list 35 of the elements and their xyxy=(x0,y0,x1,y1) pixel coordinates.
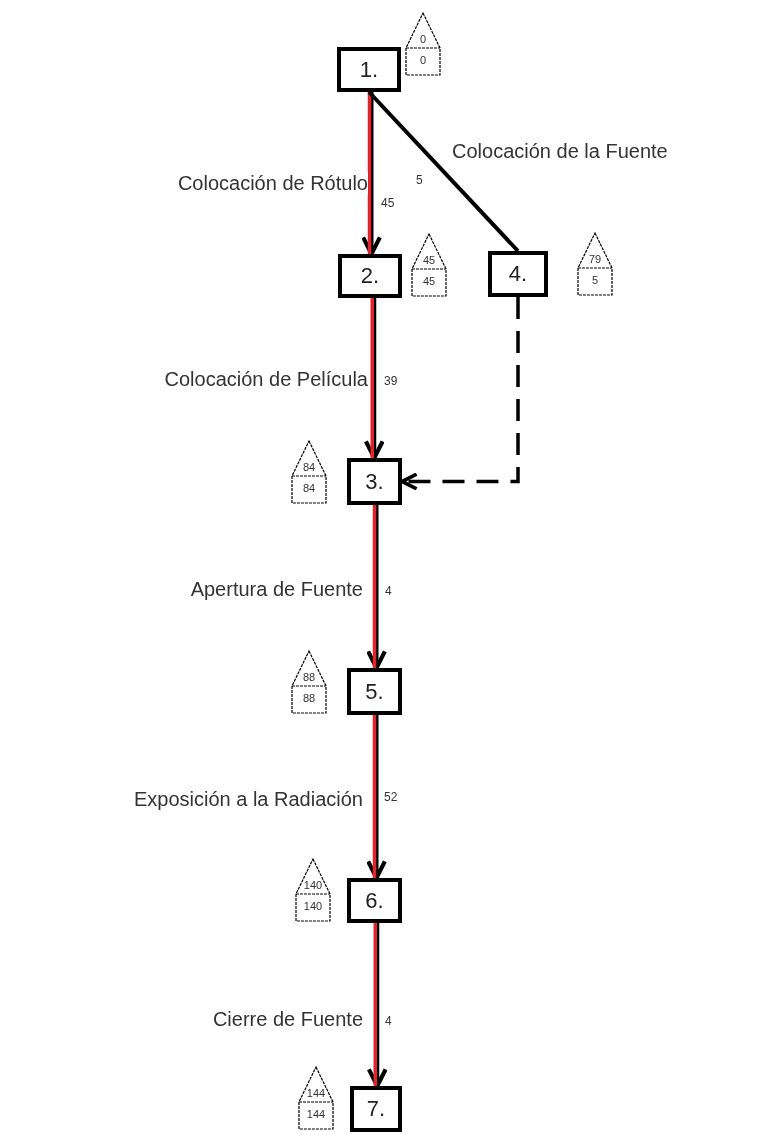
event-time: 45 xyxy=(421,254,437,266)
event-time: 140 xyxy=(302,900,324,912)
duration-label: 52 xyxy=(384,790,398,804)
edge-label: Apertura de Fuente xyxy=(190,578,363,601)
event-node: 7. xyxy=(350,1086,402,1132)
event-time: 144 xyxy=(305,1108,327,1120)
event-node: 5. xyxy=(347,668,402,715)
arrow xyxy=(363,298,385,461)
event-node: 1. xyxy=(337,47,401,92)
event-time: 79 xyxy=(587,253,603,265)
duration-label: 4 xyxy=(385,1014,392,1028)
event-time: 84 xyxy=(301,461,317,473)
event-time: 45 xyxy=(421,275,437,287)
arrow xyxy=(361,92,382,257)
event-node: 3. xyxy=(347,458,402,505)
event-node: 4. xyxy=(488,251,548,297)
event-time: 88 xyxy=(301,692,317,704)
event-node: 2. xyxy=(338,254,402,298)
edge-label: Colocación de Rótulo xyxy=(177,172,368,195)
duration-label: 45 xyxy=(381,196,395,210)
duration-label: 4 xyxy=(385,584,392,598)
duration-label: 5 xyxy=(416,173,423,187)
arrow xyxy=(366,923,388,1089)
arrow xyxy=(366,715,387,881)
edge-label: Exposición a la Radiación xyxy=(133,788,363,811)
duration-label: 39 xyxy=(384,374,398,388)
event-node: 6. xyxy=(347,878,402,923)
event-time: 144 xyxy=(305,1087,327,1099)
event-time: 5 xyxy=(590,274,600,286)
event-time: 0 xyxy=(418,54,428,66)
event-time: 140 xyxy=(302,879,324,891)
event-time: 88 xyxy=(301,671,317,683)
event-time: 84 xyxy=(301,482,317,494)
event-time: 0 xyxy=(418,33,428,45)
arrow xyxy=(366,505,387,671)
